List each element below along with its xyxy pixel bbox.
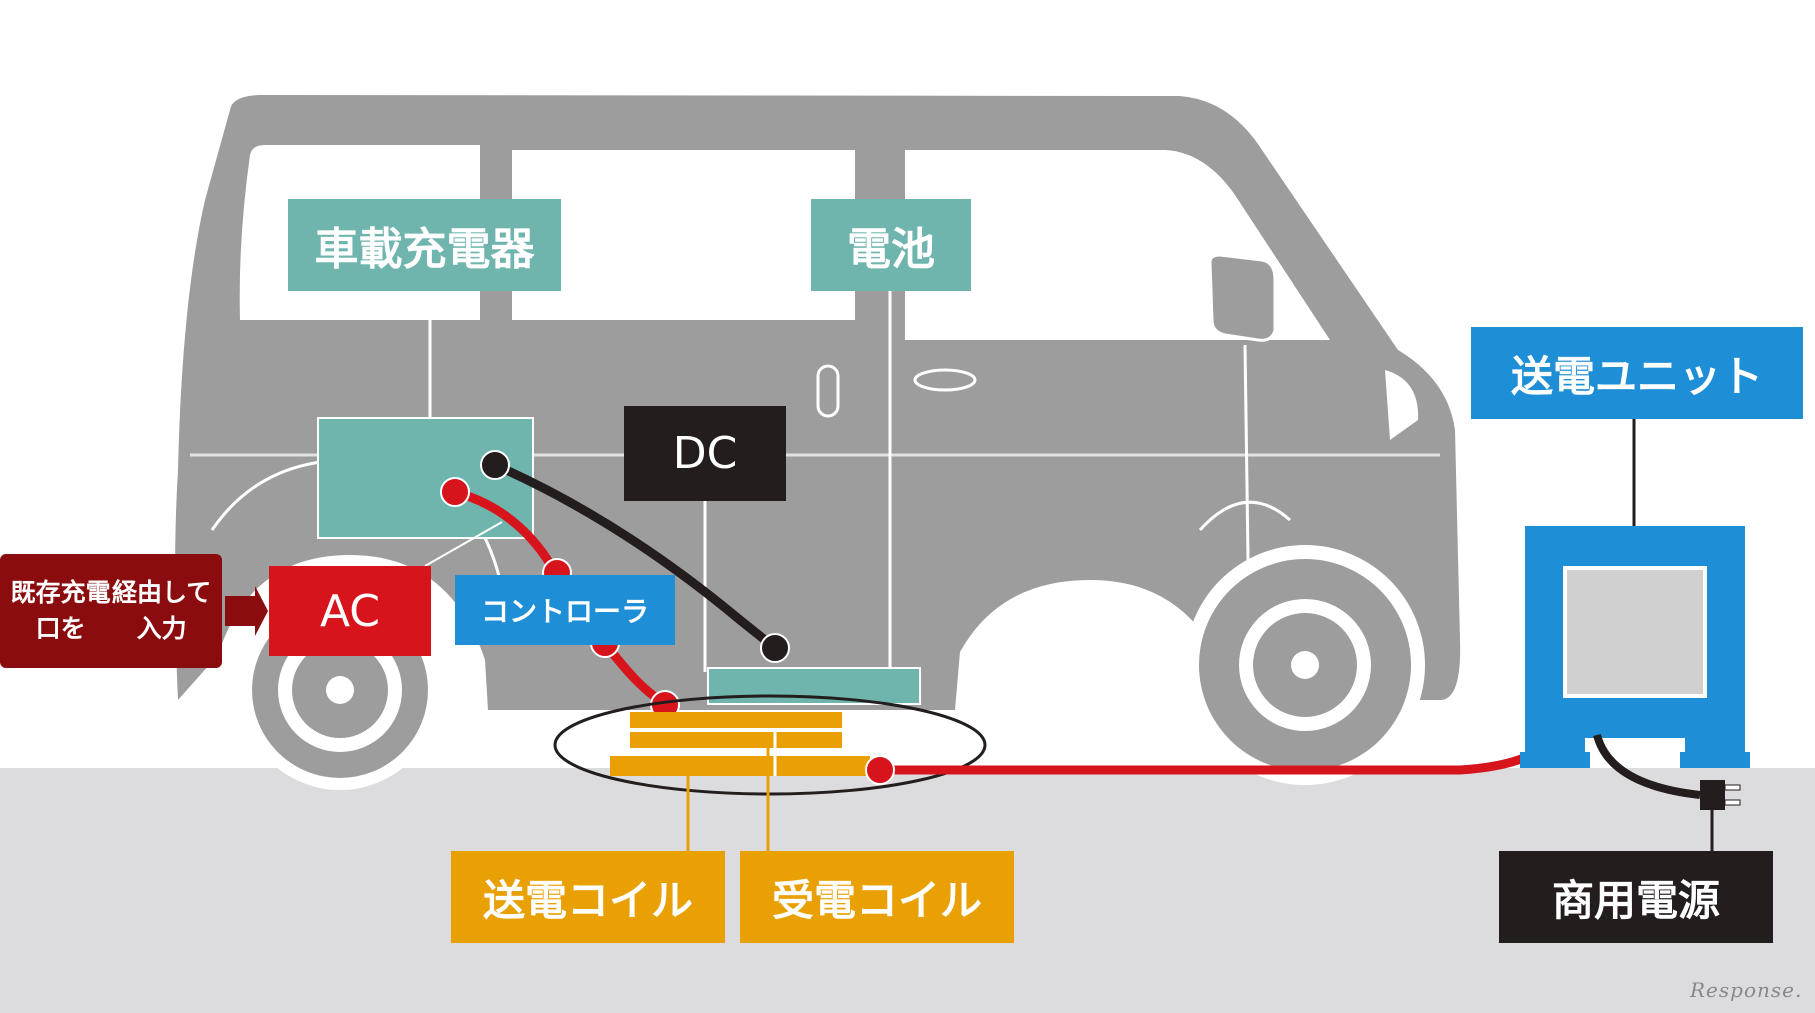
receiver-coil-plate-lower — [630, 732, 842, 748]
ac-cable-end-top — [440, 477, 470, 507]
dc-cable-end-top — [480, 450, 510, 480]
ac-connector-line — [424, 521, 503, 567]
controller-label: コントローラ — [455, 575, 675, 645]
battery-label: 電池 — [811, 199, 971, 291]
commercial-power-label: 商用電源 — [1499, 851, 1773, 943]
door-handle-rear — [816, 364, 840, 418]
headlight — [1385, 370, 1419, 440]
middle-window — [512, 150, 855, 320]
dc-label: DC — [624, 406, 786, 501]
side-mirror — [1208, 253, 1277, 342]
plug-icon — [1700, 780, 1741, 810]
dc-cable-end-bottom — [760, 633, 790, 663]
battery-plate — [707, 667, 921, 705]
transmitter-unit-label: 送電ユニット — [1471, 327, 1803, 419]
transmitter-unit-device — [1520, 526, 1750, 768]
mains-cable — [1593, 733, 1701, 799]
transmitter-coil-label: 送電コイル — [451, 851, 725, 943]
transmitter-coil-plate-left — [610, 756, 775, 776]
front-wheel — [1185, 545, 1425, 785]
existing-port-line1: 既存充電口を — [10, 577, 111, 643]
onboard-charger-label: 車載充電器 — [288, 199, 561, 291]
ac-label: AC — [269, 566, 431, 656]
transmitter-coil-plate-right — [775, 756, 870, 776]
existing-port-line2: 経由して入力 — [111, 577, 212, 643]
door-handle-front — [913, 368, 977, 392]
existing-port-label: 既存充電口を 経由して入力 — [0, 554, 222, 668]
dc-cable — [493, 460, 778, 652]
power-cable-end-coil — [865, 755, 895, 785]
watermark: Response. — [1690, 978, 1803, 1002]
front-wheel-arch-line — [1198, 500, 1291, 532]
receiver-coil-label: 受電コイル — [740, 851, 1014, 943]
coil-highlight-ellipse — [553, 694, 987, 796]
receiver-coil-plate — [630, 712, 842, 728]
input-arrow — [225, 586, 268, 636]
